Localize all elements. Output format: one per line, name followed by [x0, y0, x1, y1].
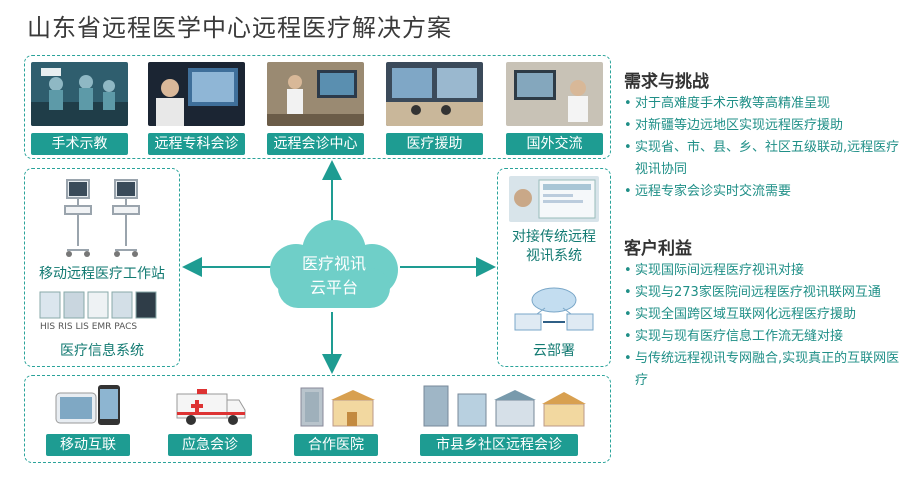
- docking-label-line1: 对接传统远程: [512, 229, 596, 245]
- surgery-photo: [31, 62, 128, 126]
- benefits-list: 实现国际间远程医疗视讯对接 实现与273家医院间远程医疗视讯联网互通 实现全国跨…: [624, 260, 910, 392]
- ambulance-icon: [176, 389, 246, 425]
- challenges-heading: 需求与挑战: [624, 72, 709, 92]
- cloud-platform-line1: 医疗视讯: [301, 254, 366, 273]
- top-item-center: 远程会诊中心: [267, 133, 364, 155]
- top-services-box: [24, 55, 611, 159]
- video-system-photo: [509, 176, 599, 222]
- cloud-platform-icon: [270, 220, 398, 308]
- challenges-list: 对于高难度手术示教等高精准呈现 对新疆等边远地区实现远程医疗援助 实现省、市、县…: [624, 93, 910, 203]
- benefit-item: 与传统远程视讯专网融合,实现真正的互联网医疗: [624, 348, 910, 392]
- benefit-item: 实现全国跨区域互联网化远程医疗援助: [624, 304, 910, 326]
- bottom-item-partner: 合作医院: [294, 434, 378, 456]
- benefit-item: 实现与273家医院间远程医疗视讯联网互通: [624, 282, 910, 304]
- page-title: 山东省远程医学中心远程医疗解决方案: [27, 14, 452, 42]
- docking-label-line2: 视讯系统: [526, 248, 582, 264]
- top-item-aid: 医疗援助: [386, 133, 483, 155]
- right-box: [497, 168, 611, 367]
- bottom-item-community: 市县乡社区远程会诊: [420, 434, 578, 456]
- hospital-buildings-icon: [300, 387, 375, 427]
- top-item-surgery: 手术示教: [31, 133, 128, 155]
- challenge-item: 远程专家会诊实时交流需要: [624, 181, 910, 203]
- top-item-specialist: 远程专科会诊: [148, 133, 245, 155]
- international-exchange-photo: [506, 62, 603, 126]
- consult-center-photo: [267, 62, 364, 126]
- benefit-item: 实现与现有医疗信息工作流无缝对接: [624, 326, 910, 348]
- challenge-item: 对于高难度手术示教等高精准呈现: [624, 93, 910, 115]
- medical-info-system-label: 医疗信息系统: [60, 343, 144, 359]
- workstation-cart-icon: [64, 179, 140, 257]
- challenge-item: 对新疆等边远地区实现远程医疗援助: [624, 115, 910, 137]
- bottom-item-emergency: 应急会诊: [168, 434, 252, 456]
- cloud-deploy-icon: [514, 287, 594, 331]
- top-item-exchange: 国外交流: [506, 133, 603, 155]
- info-systems-tags: HIS RIS LIS EMR PACS: [40, 322, 138, 332]
- left-box: [24, 168, 180, 367]
- benefit-item: 实现国际间远程医疗视讯对接: [624, 260, 910, 282]
- info-systems-icons: [39, 291, 157, 319]
- medical-aid-photo: [386, 62, 483, 126]
- bottom-item-mobile: 移动互联: [46, 434, 130, 456]
- cloud-platform-line2: 云平台: [309, 278, 358, 297]
- community-buildings-icon: [423, 385, 586, 427]
- bottom-box: [24, 375, 611, 463]
- benefits-heading: 客户利益: [624, 239, 692, 259]
- mobile-workstation-label: 移动远程医疗工作站: [39, 266, 165, 282]
- mobile-devices-icon: [55, 385, 120, 425]
- challenge-item: 实现省、市、县、乡、社区五级联动,远程医疗视讯协同: [624, 137, 910, 181]
- specialist-consult-photo: [148, 62, 245, 126]
- cloud-deploy-label: 云部署: [533, 343, 575, 359]
